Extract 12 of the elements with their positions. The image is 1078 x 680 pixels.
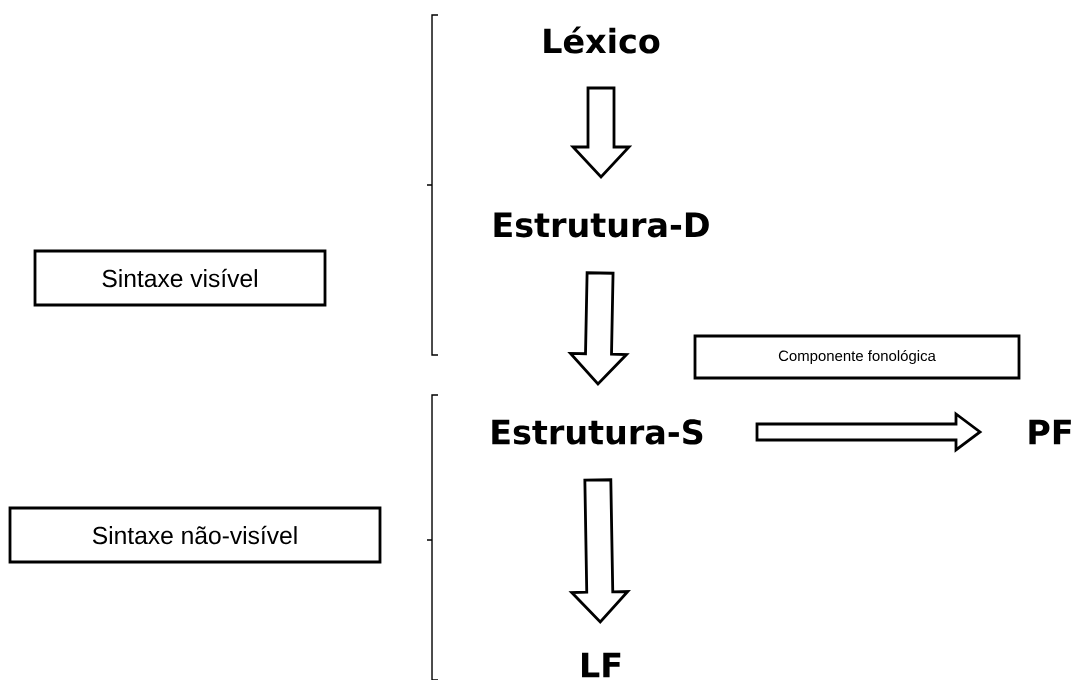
stage-label: Léxico [544,26,660,54]
label-box: Sintaxe não-visível [8,506,382,564]
stage-label: PF [1029,419,1071,445]
block-arrow [569,86,633,180]
stage-label: LF [582,652,621,678]
block-arrow [567,271,630,387]
label-box: Componente fonológica [693,334,1021,380]
block-arrow [568,478,631,625]
stage-label: Estrutura-D [494,212,709,238]
label-box: Sintaxe visível [33,249,327,307]
stage-label: Estrutura-S [492,419,703,445]
block-arrow [755,411,983,453]
